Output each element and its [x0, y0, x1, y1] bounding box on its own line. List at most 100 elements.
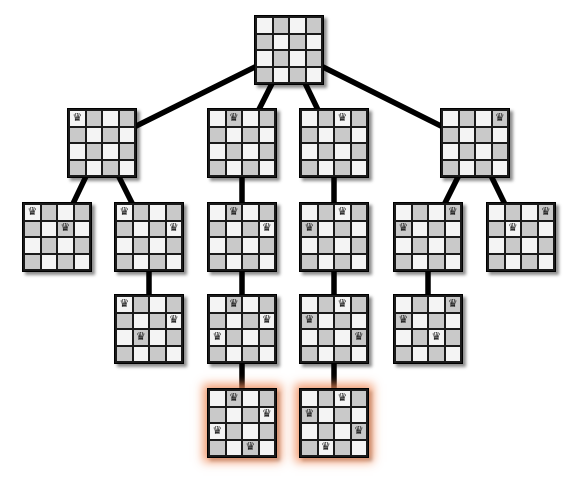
board-square: ♛: [505, 221, 520, 236]
board-square: [318, 111, 333, 126]
board-square: [412, 330, 427, 345]
board-square: [243, 391, 258, 406]
board-square: ♛: [166, 313, 181, 328]
board-square: [133, 297, 148, 312]
board-square: [538, 254, 553, 269]
queen-icon: ♛: [212, 423, 223, 437]
board-square: [302, 297, 317, 312]
queen-icon: ♛: [337, 390, 348, 404]
board-square: [103, 111, 118, 126]
board-square: [412, 221, 427, 236]
board-square: [210, 313, 225, 328]
board-square: [58, 205, 73, 220]
board-square: [335, 330, 350, 345]
board-square: ♛: [335, 391, 350, 406]
board-square: [318, 330, 333, 345]
board-square: [318, 346, 333, 361]
board-square: [259, 160, 274, 175]
board-square: [318, 254, 333, 269]
board-square: [257, 34, 272, 49]
board-square: [302, 160, 317, 175]
board-square: ♛: [166, 221, 181, 236]
board-square: [259, 205, 274, 220]
board-square: ♛: [70, 111, 85, 126]
board-square: [505, 205, 520, 220]
board-square: [259, 391, 274, 406]
board-square: [505, 238, 520, 253]
board-square: [351, 160, 366, 175]
board-square: [166, 254, 181, 269]
queen-icon: ♛: [27, 204, 38, 218]
board-square: [396, 205, 411, 220]
board-square: ♛: [226, 296, 241, 312]
board-square: [445, 346, 460, 361]
board-square: [318, 127, 333, 142]
board-square: [243, 297, 258, 312]
board-square: [492, 144, 507, 159]
queen-icon: ♛: [228, 110, 239, 124]
queen-icon: ♛: [447, 204, 458, 218]
board-square: [302, 346, 317, 361]
board-square: [412, 238, 427, 253]
board-square: [351, 407, 366, 422]
board-n4a1: ♛♛♛: [393, 294, 463, 364]
board-square: [351, 440, 366, 455]
board-square: [429, 238, 444, 253]
board-square: [429, 297, 444, 312]
board-square: [74, 205, 89, 220]
board-square: [259, 440, 274, 455]
board-square: [318, 313, 333, 328]
board-square: [243, 313, 258, 328]
board-square: [86, 127, 101, 142]
board-square: [489, 254, 504, 269]
board-square: [226, 238, 241, 253]
queen-icon: ♛: [398, 313, 409, 327]
board-square: [429, 346, 444, 361]
board-square: ♛: [117, 205, 132, 220]
board-square: [117, 221, 132, 236]
board-square: [351, 111, 366, 126]
board-square: [86, 111, 101, 126]
queen-icon: ♛: [228, 296, 239, 310]
board-square: [41, 205, 56, 220]
board-square: [351, 127, 366, 142]
board-square: [243, 144, 258, 159]
board-square: [259, 127, 274, 142]
queen-icon: ♛: [353, 423, 364, 437]
board-n4b: ♛♛: [486, 202, 556, 272]
board-square: [302, 238, 317, 253]
board-square: [492, 160, 507, 175]
board-square: [476, 127, 491, 142]
board-square: ♛: [302, 313, 317, 328]
board-square: [290, 18, 305, 33]
board-square: ♛: [259, 407, 274, 422]
queen-icon: ♛: [494, 110, 505, 124]
board-square: [412, 205, 427, 220]
board-n4: ♛: [440, 108, 510, 178]
board-square: [150, 346, 165, 361]
board-square: [150, 205, 165, 220]
board-square: [74, 254, 89, 269]
board-n1b: ♛♛: [114, 202, 184, 272]
board-square: [396, 238, 411, 253]
board-square: [58, 238, 73, 253]
board-square: [210, 254, 225, 269]
board-square: [133, 238, 148, 253]
board-square: [489, 221, 504, 236]
board-n3: ♛: [299, 108, 369, 178]
queen-icon: ♛: [398, 221, 409, 235]
board-square: ♛: [25, 205, 40, 220]
board-square: [259, 330, 274, 345]
board-square: [429, 254, 444, 269]
board-square: [210, 440, 225, 455]
board-square: [302, 205, 317, 220]
board-square: [150, 313, 165, 328]
board-square: [318, 424, 333, 439]
board-square: [259, 254, 274, 269]
board-square: ♛: [335, 111, 350, 126]
board-square: [489, 205, 504, 220]
queen-icon: ♛: [337, 204, 348, 218]
board-square: [103, 160, 118, 175]
board-n3a: ♛♛: [299, 202, 369, 272]
